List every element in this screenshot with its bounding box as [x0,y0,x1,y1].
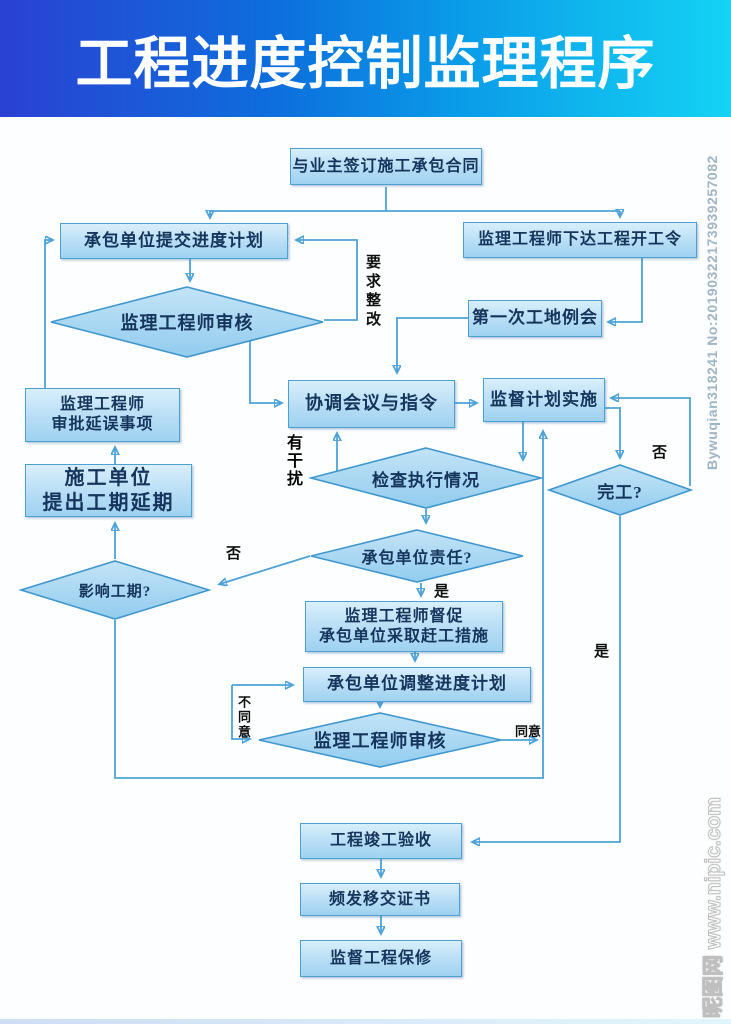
page-title: 工程进度控制监理程序 [75,31,656,96]
node-affect-schedule: 影响工期? [20,560,210,620]
node-first-meeting: 第一次工地例会 [468,300,602,337]
label-completion-no: 否 [652,445,668,461]
node-label: 监督工程保修 [329,949,432,967]
node-label: 影响工期? [78,583,152,600]
node-submit-plan: 承包单位提交进度计划 [60,223,288,259]
node-label: 监理工程师 [59,396,145,414]
node-label: 审批延误事项 [51,416,154,433]
label-rectify: 要求整改 [364,254,380,330]
node-label: 第一次工地例会 [472,308,598,328]
node-issue-start-order: 监理工程师下达工程开工令 [463,222,697,258]
node-label: 承包单位采取赶工措施 [318,627,489,645]
node-supervise-plan: 监督计划实施 [483,378,605,422]
wire-supervise-to-completion [605,407,620,457]
node-handover-certificate: 频发移交证书 [300,883,460,916]
node-label: 协调会议与指令 [305,393,438,414]
node-check-execution: 检查执行情况 [310,447,542,509]
node-acceptance: 工程竣工验收 [300,823,462,859]
node-review-plan: 监理工程师审核 [50,286,324,358]
node-contractor-responsibility: 承包单位责任? [310,529,524,583]
node-label: 工程竣工验收 [329,832,432,850]
node-review-adjust: 监理工程师审核 [258,712,502,768]
node-label: 监理工程师下达工程开工令 [477,231,682,249]
wire-startorder-to-meeting [609,258,643,322]
label-disagree: 不同意 [236,695,251,740]
node-label: 承包单位责任? [361,550,473,567]
node-approve-delay: 监理工程师 审批延误事项 [25,388,180,442]
label-responsibility-yes: 是 [434,584,450,600]
node-label: 提出工期延期 [42,491,175,514]
footer-strip [0,1019,731,1024]
node-sign-contract: 与业主签订施工承包合同 [290,148,482,185]
node-adjust-plan: 承包单位调整进度计划 [303,667,531,702]
wire-meeting-to-coordination [397,317,468,372]
node-label: 施工单位 [64,467,153,490]
node-label: 监理工程师督促 [344,607,464,625]
label-responsibility-no: 否 [226,546,242,562]
header-banner: 工程进度控制监理程序 [0,0,731,117]
node-label: 完工? [597,482,643,502]
label-agree: 同意 [515,724,542,739]
node-label: 监理工程师审核 [313,731,447,751]
node-label: 与业主签订施工承包合同 [292,157,480,175]
watermark-bottom: 昵图网 www.nipic.com [702,797,726,1019]
node-label: 监理工程师审核 [120,313,254,333]
node-urge-catchup: 监理工程师督促 承包单位采取赶工措施 [305,601,503,652]
label-completion-yes: 是 [594,644,610,660]
label-interference: 有干扰 [284,434,301,488]
node-label: 承包单位调整进度计划 [327,674,507,694]
node-warranty: 监督工程保修 [300,940,462,977]
watermark-side: Bywuqian318241 No:20190322173939257082 [704,155,720,470]
node-completion: 完工? [548,464,692,516]
node-propose-extension: 施工单位 提出工期延期 [25,464,192,517]
node-label: 检查执行情况 [372,470,480,490]
wire-contract-split [210,187,620,212]
node-label: 频发移交证书 [328,890,431,908]
node-label: 承包单位提交进度计划 [84,230,264,250]
node-label: 监督计划实施 [490,389,598,409]
node-coordination: 协调会议与指令 [288,380,455,428]
